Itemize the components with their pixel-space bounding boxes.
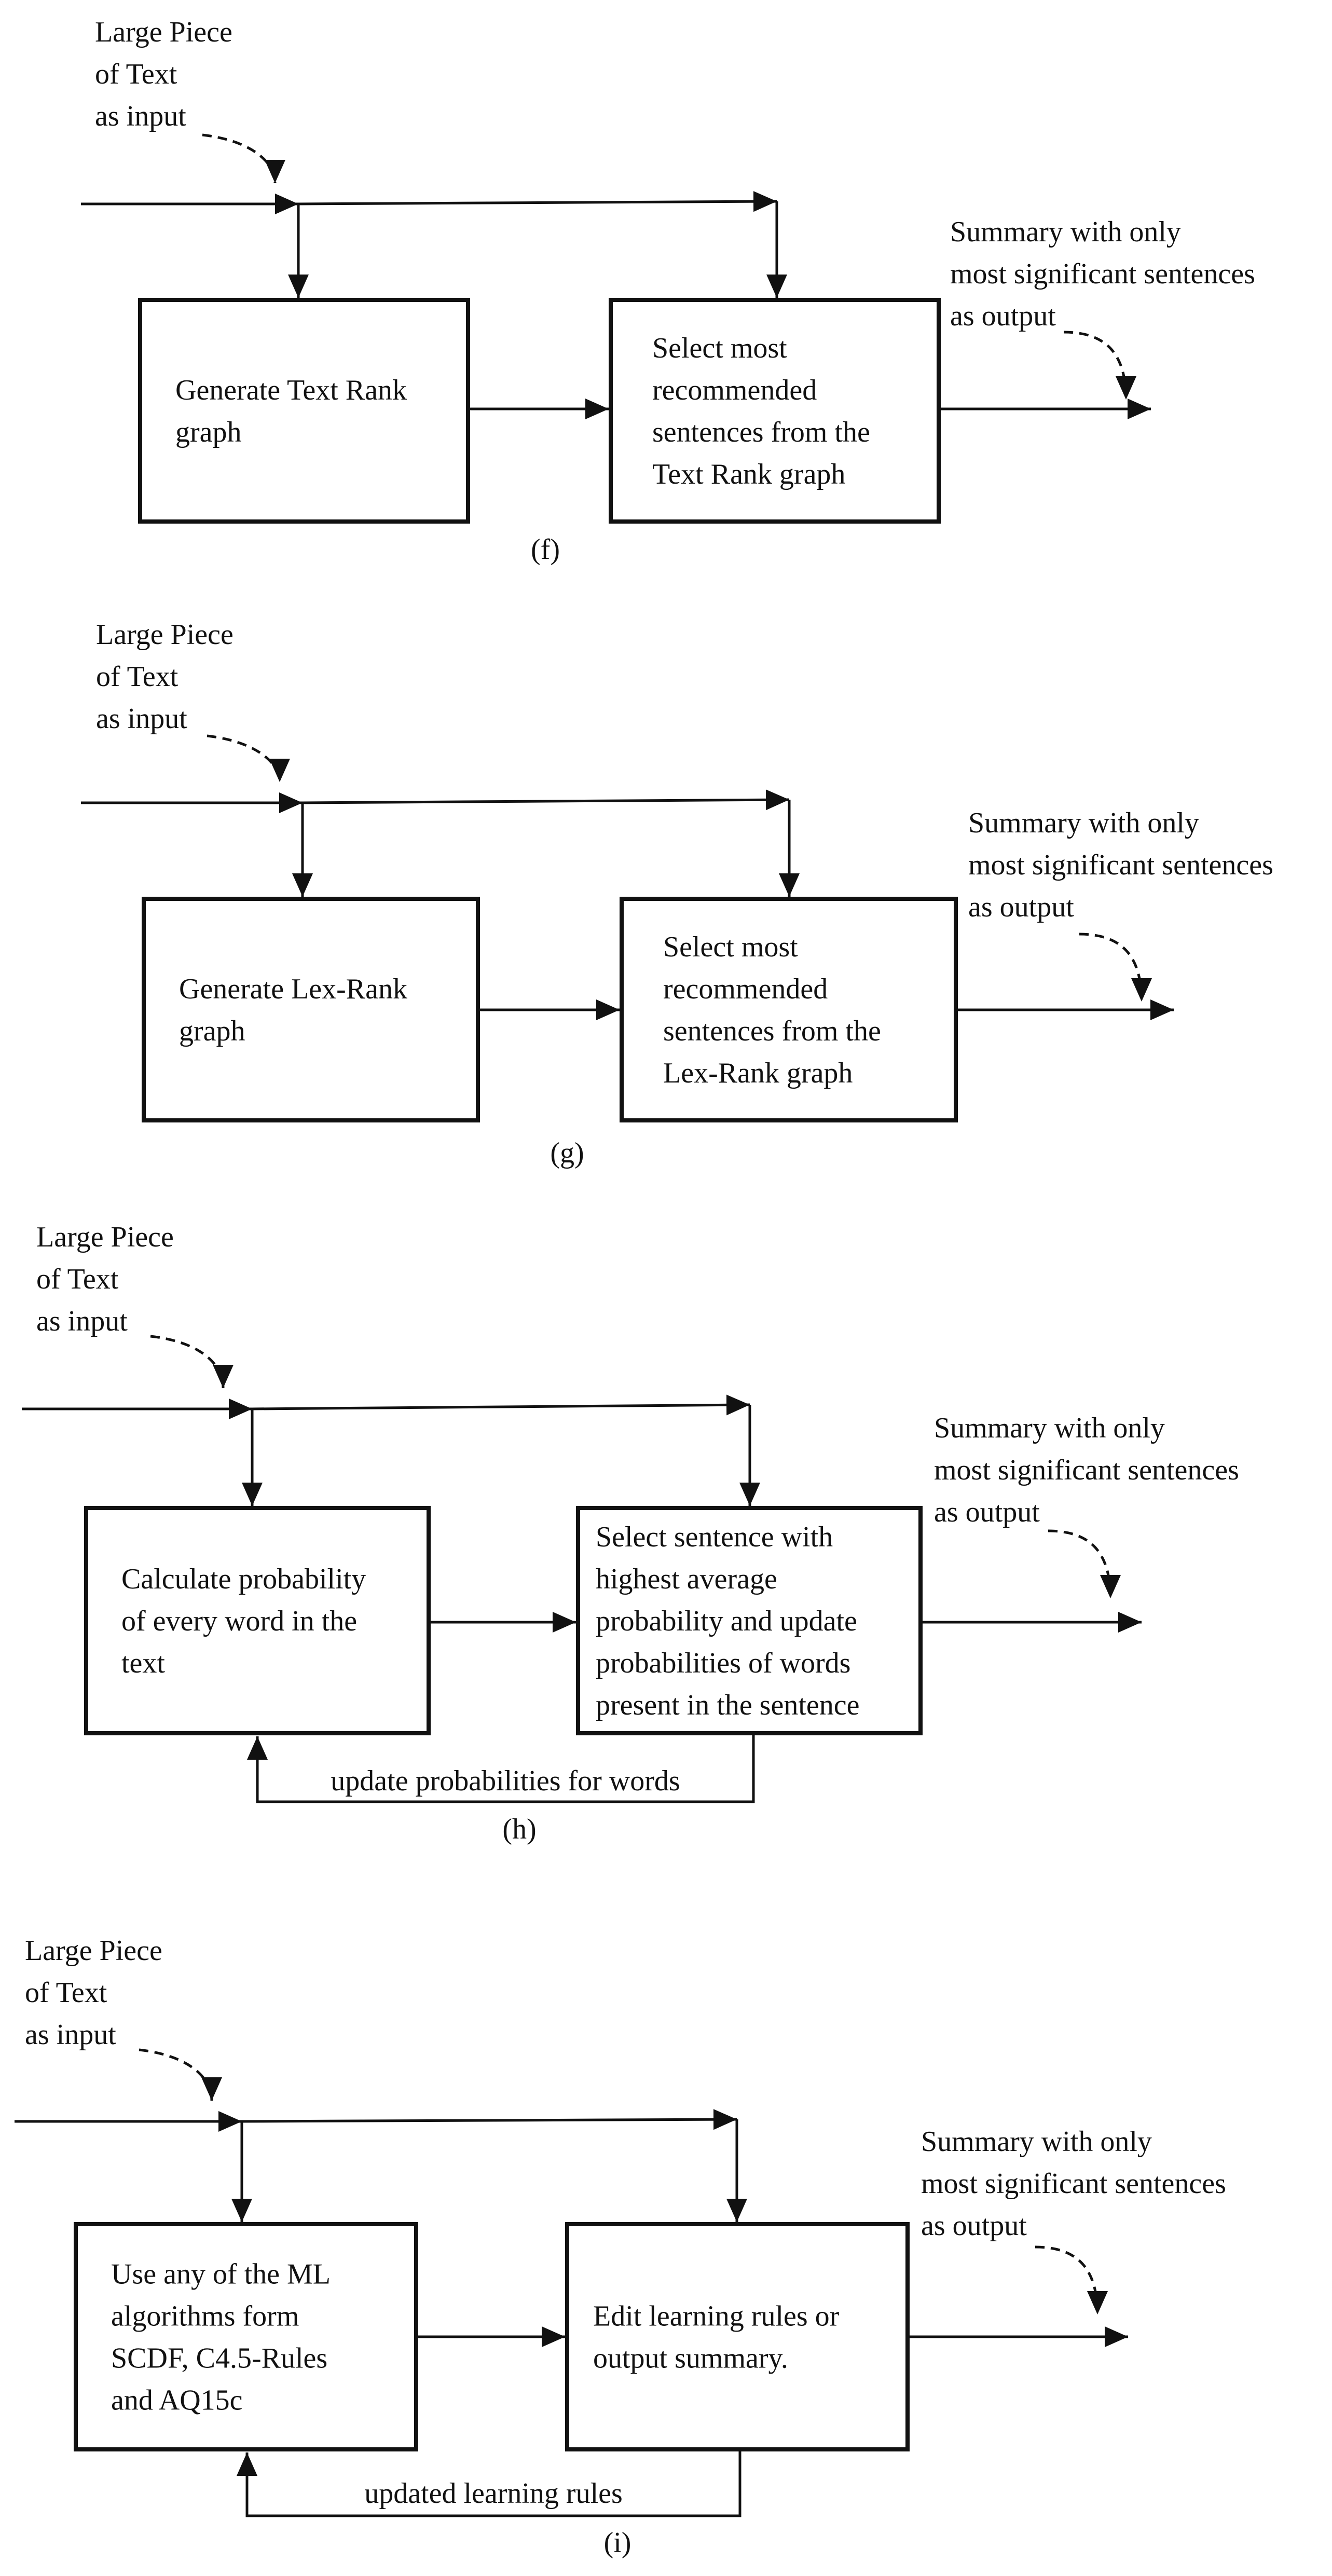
box1-label-line: Generate Lex-Rank	[179, 973, 407, 1005]
branch-line	[252, 1394, 750, 1416]
process-box-2	[565, 2222, 910, 2451]
box1-label-line: graph	[179, 1015, 245, 1047]
box2-label-line: sentences from the	[652, 416, 870, 448]
box1-label-line: Generate Text Rank	[175, 374, 407, 406]
input-label-line: Large Piece	[25, 1935, 162, 1967]
box1-label-line: SCDF, C4.5-Rules	[111, 2342, 327, 2375]
output-pointer-dashed-arrow	[1035, 2245, 1108, 2315]
output-label-line: as output	[934, 1496, 1040, 1528]
box1-label-line: Calculate probability	[121, 1563, 366, 1595]
input-pointer-dashed-arrow	[139, 2048, 222, 2101]
box1-label-line: of every word in the	[121, 1605, 357, 1637]
output-label-line: Summary with only	[934, 1412, 1165, 1444]
box2-label-line: sentences from the	[663, 1015, 881, 1047]
box2-label-line: highest average	[596, 1563, 777, 1595]
output-label-line: as output	[968, 891, 1074, 923]
box1-label-line: graph	[175, 416, 242, 448]
process-box-1	[142, 897, 480, 1122]
input-label-line: of Text	[95, 58, 177, 90]
box2-label-line: Select most	[663, 931, 798, 963]
process-box-2	[609, 298, 941, 524]
process-box-1	[138, 298, 470, 524]
feedback-label: update probabilities for words	[331, 1765, 680, 1797]
input-label-line: Large Piece	[95, 16, 232, 48]
box1-label-line: and AQ15c	[111, 2385, 243, 2417]
box2-label-line: output summary.	[593, 2342, 788, 2375]
output-label-line: Summary with only	[968, 807, 1199, 839]
branch-line	[298, 191, 777, 212]
box1-label-line: text	[121, 1647, 165, 1679]
output-pointer-dashed-arrow	[1079, 933, 1152, 1002]
output-label-line: most significant sentences	[968, 849, 1273, 881]
input-label-line: as input	[96, 703, 187, 735]
input-pointer-dashed-arrow	[207, 734, 290, 783]
box1-label-line: algorithms form	[111, 2300, 299, 2333]
output-label-line: as output	[950, 300, 1056, 332]
output-pointer-dashed-arrow	[1063, 331, 1136, 400]
box1-label-line: Use any of the ML	[111, 2258, 331, 2291]
box2-label-line: Edit learning rules or	[593, 2300, 840, 2333]
output-label-line: most significant sentences	[934, 1454, 1239, 1486]
input-label-line: Large Piece	[96, 619, 234, 651]
box2-label-line: Select sentence with	[596, 1521, 833, 1553]
box2-label-line: Lex-Rank graph	[663, 1057, 853, 1089]
box2-label-line: probabilities of words	[596, 1647, 850, 1679]
input-label-line: of Text	[25, 1977, 107, 2009]
branch-line	[241, 2109, 737, 2130]
process-box-2	[576, 1506, 923, 1735]
box2-label-line: present in the sentence	[596, 1689, 859, 1721]
output-label-line: most significant sentences	[950, 258, 1255, 290]
input-pointer-dashed-arrow	[202, 133, 285, 184]
process-box-1	[74, 2222, 418, 2451]
feedback-label: updated learning rules	[364, 2477, 623, 2510]
box2-label-line: recommended	[663, 973, 828, 1005]
box2-label-line: Select most	[652, 332, 787, 364]
output-label-line: as output	[921, 2210, 1027, 2242]
output-label-line: Summary with only	[921, 2126, 1152, 2158]
panel-caption: (h)	[502, 1813, 536, 1845]
feedback-loop-arrow	[237, 2449, 741, 2517]
input-label-line: Large Piece	[36, 1221, 174, 1253]
output-label-line: Summary with only	[950, 216, 1181, 248]
input-label-line: as input	[25, 2019, 116, 2051]
output-pointer-dashed-arrow	[1048, 1529, 1121, 1599]
input-pointer-dashed-arrow	[150, 1335, 234, 1389]
feedback-loop-arrow	[247, 1733, 755, 1803]
box2-label-line: probability and update	[596, 1605, 857, 1637]
branch-line	[302, 789, 790, 811]
box2-label-line: Text Rank graph	[652, 458, 845, 490]
output-label-line: most significant sentences	[921, 2168, 1226, 2200]
panel-caption: (f)	[531, 533, 560, 566]
process-box-1	[84, 1506, 431, 1735]
panel-caption: (i)	[604, 2527, 631, 2559]
input-label-line: of Text	[96, 661, 178, 693]
panel-caption: (g)	[550, 1137, 584, 1169]
input-label-line: as input	[95, 100, 186, 132]
box2-label-line: recommended	[652, 374, 817, 406]
input-label-line: as input	[36, 1305, 128, 1337]
process-box-2	[620, 897, 958, 1122]
input-label-line: of Text	[36, 1263, 119, 1295]
